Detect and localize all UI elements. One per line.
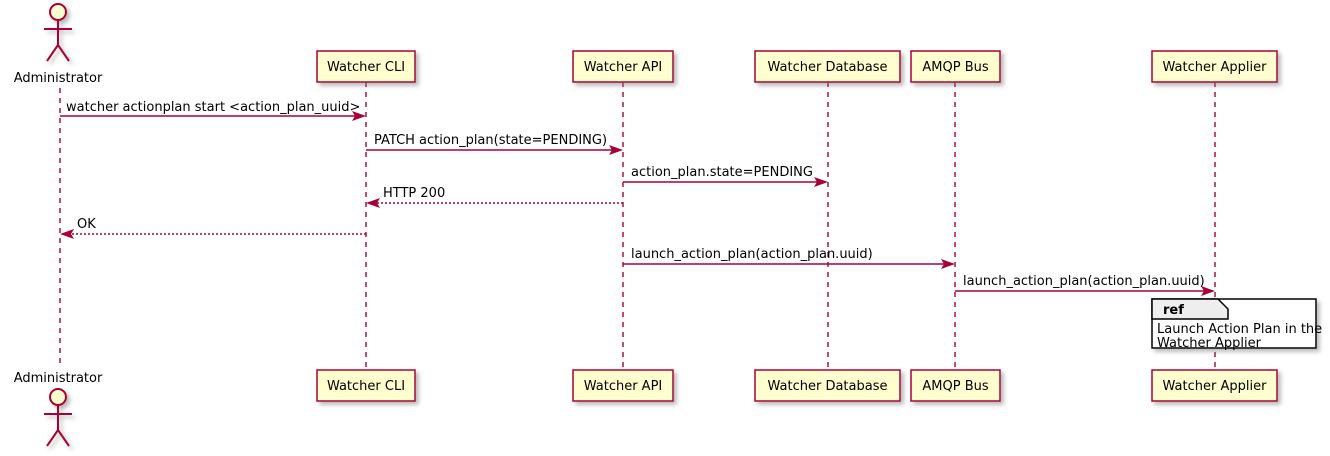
actor-head-icon <box>49 388 67 406</box>
actor-leg-right-icon <box>57 44 70 62</box>
arrowhead-right-icon <box>941 259 955 269</box>
actor-label-administrator-top: Administrator <box>14 71 103 86</box>
participant-label: Watcher CLI <box>327 379 405 394</box>
participant-box[interactable] <box>316 50 416 83</box>
message-label: OK <box>77 217 96 232</box>
participant-box[interactable] <box>754 50 901 83</box>
participant-watcher-cli-bottom[interactable]: Watcher CLI <box>316 369 416 402</box>
participant-label: Watcher API <box>584 379 663 394</box>
message-label: watcher actionplan start <action_plan_uu… <box>66 100 360 115</box>
ref-fragment[interactable]: ref Launch Action Plan in the Watcher Ap… <box>1151 298 1322 351</box>
participant-label: AMQP Bus <box>922 60 988 75</box>
ref-fragment-operator-label: ref <box>1163 303 1184 318</box>
participant-box[interactable] <box>1151 369 1278 402</box>
participant-label: AMQP Bus <box>922 379 988 394</box>
participant-watcher-applier-bottom[interactable]: Watcher Applier <box>1151 369 1278 402</box>
message-launch-action-plan-amqp: launch_action_plan(action_plan.uuid) <box>623 247 955 269</box>
participant-amqp-bus-top[interactable]: AMQP Bus <box>910 50 1001 83</box>
participant-amqp-bus-bottom[interactable]: AMQP Bus <box>910 369 1001 402</box>
message-ok: OK <box>60 217 366 239</box>
participant-watcher-database-top[interactable]: Watcher Database <box>754 50 901 83</box>
ref-fragment-text-line-1: Launch Action Plan in the <box>1157 322 1322 337</box>
actor-leg-right-icon <box>57 429 70 447</box>
message-label: launch_action_plan(action_plan.uuid) <box>963 274 1205 289</box>
actor-administrator-top: Administrator <box>14 3 103 86</box>
arrowhead-right-icon <box>814 177 828 187</box>
message-watcher-actionplan-start: watcher actionplan start <action_plan_uu… <box>60 100 366 121</box>
actor-head-icon <box>49 3 67 21</box>
participant-watcher-api-bottom[interactable]: Watcher API <box>572 369 674 402</box>
participant-watcher-api-top[interactable]: Watcher API <box>572 50 674 83</box>
arrowhead-right-icon <box>1201 286 1215 296</box>
participant-box[interactable] <box>754 369 901 402</box>
participant-box[interactable] <box>572 369 674 402</box>
message-label: launch_action_plan(action_plan.uuid) <box>631 247 873 262</box>
participant-watcher-applier-top[interactable]: Watcher Applier <box>1151 50 1278 83</box>
actor-label-administrator-bottom: Administrator <box>14 371 103 386</box>
participant-label: Watcher Applier <box>1163 60 1268 75</box>
participant-label: Watcher Applier <box>1163 379 1268 394</box>
message-label: action_plan.state=PENDING <box>631 165 813 180</box>
message-label: HTTP 200 <box>383 186 445 201</box>
participant-label: Watcher CLI <box>327 60 405 75</box>
participant-label: Watcher API <box>584 60 663 75</box>
arrowhead-left-icon <box>366 198 380 208</box>
message-launch-action-plan-applier: launch_action_plan(action_plan.uuid) <box>955 274 1215 296</box>
participant-box[interactable] <box>910 369 1001 402</box>
participant-box[interactable] <box>572 50 674 83</box>
arrowhead-right-icon <box>352 111 366 121</box>
arrowhead-left-icon <box>60 229 74 239</box>
arrowhead-right-icon <box>609 145 623 155</box>
participant-box[interactable] <box>316 369 416 402</box>
participant-label: Watcher Database <box>768 379 888 394</box>
lifelines <box>59 82 1216 370</box>
participant-label: Watcher Database <box>768 60 888 75</box>
participant-watcher-cli-top[interactable]: Watcher CLI <box>316 50 416 83</box>
actor-administrator-bottom: Administrator <box>14 371 103 447</box>
participant-box[interactable] <box>1151 50 1278 83</box>
participant-watcher-database-bottom[interactable]: Watcher Database <box>754 369 901 402</box>
message-patch-action-plan: PATCH action_plan(state=PENDING) <box>366 133 623 155</box>
actor-leg-left-icon <box>46 429 59 447</box>
message-http-200: HTTP 200 <box>366 186 623 208</box>
ref-fragment-tab <box>1151 298 1229 320</box>
participant-box[interactable] <box>910 50 1001 83</box>
ref-fragment-text-line-2: Watcher Applier <box>1157 336 1262 351</box>
message-action-plan-state-pending: action_plan.state=PENDING <box>623 165 828 187</box>
actor-leg-left-icon <box>46 44 59 62</box>
message-label: PATCH action_plan(state=PENDING) <box>374 133 607 148</box>
